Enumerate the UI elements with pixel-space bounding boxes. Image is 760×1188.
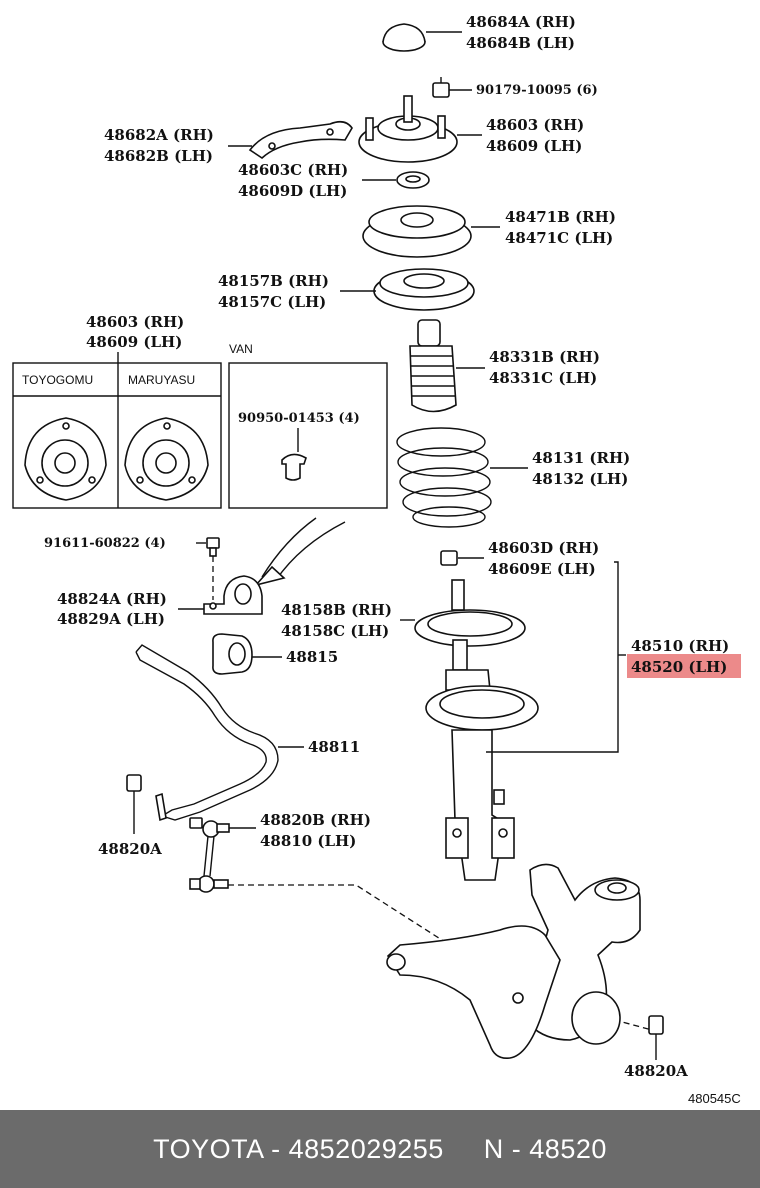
label-48603d: 48603D (RH) — [488, 539, 599, 557]
bearing-seat-part — [362, 205, 472, 258]
label-48510: 48510 (RH) — [631, 637, 729, 655]
spacer-part — [396, 171, 430, 189]
parts-diagram: 48684A (RH) 48684B (LH) 90179-10095 (6) … — [12, 13, 741, 1106]
cap-part — [382, 23, 426, 52]
label-48682b: 48682B (LH) — [104, 147, 213, 165]
label-90950: 90950-01453 (4) — [238, 411, 360, 426]
variant-title-toyogomu: TOYOGOMU — [22, 373, 93, 387]
nut-left-part — [126, 774, 142, 792]
insulator-part — [373, 268, 475, 311]
variant-title-maruyasu: MARUYASU — [128, 373, 195, 387]
mount-toyogomu-part — [24, 417, 107, 501]
bracket-part — [248, 120, 353, 160]
label-48609e: 48609E (LH) — [488, 560, 596, 578]
strut-bracket-lines — [486, 561, 626, 753]
label-48157c: 48157C (LH) — [218, 293, 326, 311]
label-48682a: 48682A (RH) — [104, 126, 214, 144]
label-48829a: 48829A (LH) — [57, 610, 165, 628]
label-90179: 90179-10095 (6) — [476, 83, 598, 98]
stabilizer-bar-part — [135, 644, 279, 822]
nut-right-part — [648, 1015, 664, 1035]
van-arrow — [253, 517, 346, 587]
strut-nut-part — [440, 550, 458, 566]
label-48158c: 48158C (LH) — [281, 622, 389, 640]
plug-part — [281, 453, 307, 481]
upper-support-part — [358, 95, 458, 163]
bushing-part — [212, 633, 253, 675]
label-48603-top: 48603 (RH) — [486, 116, 584, 134]
label-48603-box: 48603 (RH) — [86, 313, 184, 331]
variant-box — [12, 362, 222, 509]
bolt-part — [206, 537, 220, 557]
strut-part — [425, 579, 539, 881]
label-48820b: 48820B (RH) — [260, 811, 371, 829]
highlight-box — [627, 654, 741, 678]
coil-spring-part — [396, 427, 492, 528]
label-48815: 48815 — [286, 648, 338, 666]
van-box — [228, 362, 388, 509]
label-48132: 48132 (LH) — [532, 470, 628, 488]
diagram-code: 480545C — [688, 1091, 741, 1106]
label-48609-box: 48609 (LH) — [86, 333, 182, 351]
diagram-canvas: 48684A (RH) 48684B (LH) 90179-10095 (6) … — [12, 13, 741, 1106]
nut-part — [432, 77, 450, 98]
label-48158b: 48158B (RH) — [281, 601, 392, 619]
label-48609-top: 48609 (LH) — [486, 137, 582, 155]
label-48810: 48810 (LH) — [260, 832, 356, 850]
footer-text: TOYOTA - 4852029255 N - 48520 — [153, 1133, 607, 1164]
label-48603c: 48603C (RH) — [238, 161, 348, 179]
label-48824a: 48824A (RH) — [57, 590, 167, 608]
spring-seat-part — [414, 609, 526, 647]
footer-bar: TOYOTA - 4852029255 N - 48520 — [0, 1110, 760, 1188]
stabilizer-link-part — [189, 817, 230, 893]
label-48471b: 48471B (RH) — [505, 208, 616, 226]
label-48131: 48131 (RH) — [532, 449, 630, 467]
label-48820a-left: 48820A — [98, 840, 162, 858]
lower-arm-part — [386, 925, 561, 1060]
label-48157b: 48157B (RH) — [218, 272, 329, 290]
stabilizer-bracket-part — [203, 575, 263, 615]
label-48684b: 48684B (LH) — [466, 34, 575, 52]
mount-maruyasu-part — [124, 417, 209, 501]
label-91611: 91611-60822 (4) — [44, 536, 166, 551]
label-48471c: 48471C (LH) — [505, 229, 613, 247]
label-48684a: 48684A (RH) — [466, 13, 576, 31]
label-48811: 48811 — [308, 738, 360, 756]
van-title: VAN — [229, 342, 253, 356]
label-48609d: 48609D (LH) — [238, 182, 347, 200]
label-48331c: 48331C (LH) — [489, 369, 597, 387]
label-48520: 48520 (LH) — [631, 658, 727, 676]
label-48820a-right: 48820A — [624, 1062, 688, 1080]
label-48331b: 48331B (RH) — [489, 348, 600, 366]
bump-boot-part — [409, 319, 457, 413]
